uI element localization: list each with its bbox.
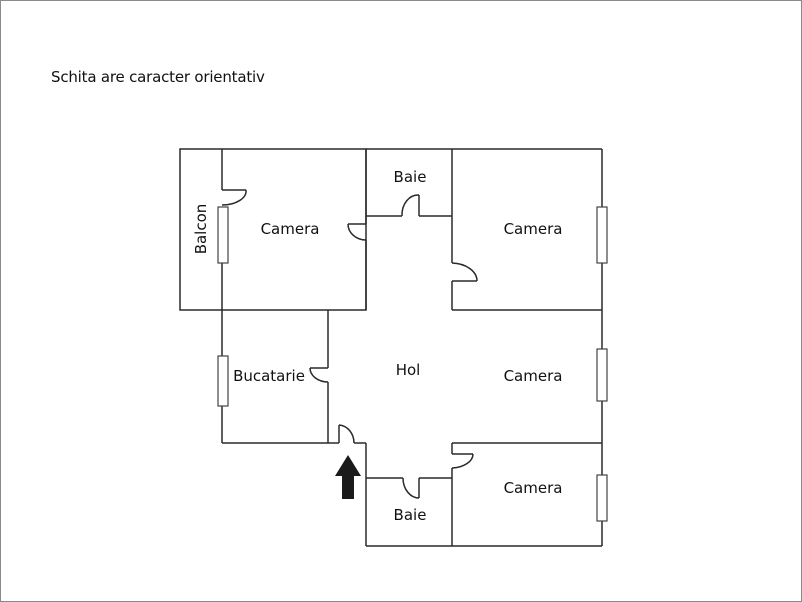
disclaimer-note: Schita are caracter orientativ bbox=[51, 68, 265, 86]
window-camera-mid-right bbox=[596, 348, 608, 402]
room-label-baie-bottom: Baie bbox=[394, 506, 427, 524]
window-balcon bbox=[217, 206, 229, 264]
window-camera-top-right bbox=[596, 206, 608, 264]
room-label-camera-top-right: Camera bbox=[504, 220, 563, 238]
room-label-bucatarie: Bucatarie bbox=[233, 367, 305, 385]
room-label-hol: Hol bbox=[396, 361, 421, 379]
window-bucatarie bbox=[217, 355, 229, 407]
room-label-baie-top: Baie bbox=[394, 168, 427, 186]
room-label-camera-top-left: Camera bbox=[261, 220, 320, 238]
room-label-balcon: Balcon bbox=[192, 204, 210, 255]
room-label-camera-mid-right: Camera bbox=[504, 367, 563, 385]
window-camera-bottom-right bbox=[596, 474, 608, 522]
room-label-camera-bottom-right: Camera bbox=[504, 479, 563, 497]
wall-top-left-block bbox=[179, 148, 367, 311]
arrow-up-icon bbox=[335, 455, 361, 499]
